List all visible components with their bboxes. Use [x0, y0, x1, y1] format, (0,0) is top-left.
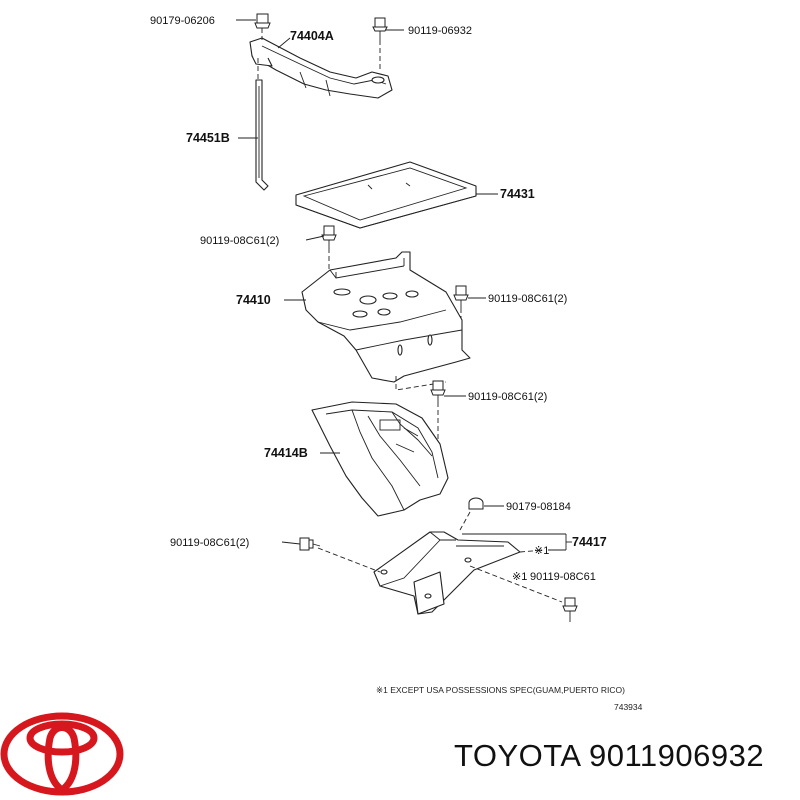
- callout-90119-08c61-e: 90119-08C61: [530, 571, 596, 583]
- callout-74431: 74431: [500, 187, 535, 201]
- toyota-logo: [0, 712, 124, 796]
- callout-90119-08c61-d: 90119-08C61(2): [170, 537, 249, 549]
- battery-clamp-rod: [255, 58, 269, 191]
- callout-90119-08c61-c: 90119-08C61(2): [468, 391, 547, 403]
- battery-carrier: [301, 251, 471, 391]
- battery-bracket: [317, 531, 563, 615]
- footer-part-number: TOYOTA 9011906932: [454, 738, 765, 773]
- callout-90179-06206: 90179-06206: [150, 15, 215, 27]
- callout-90119-08c61-b: 90119-08C61(2): [488, 293, 567, 305]
- callout-90119-08c61-a: 90119-08C61(2): [200, 235, 279, 247]
- hold-down-clamp: [249, 37, 393, 99]
- clip-nut: [459, 497, 484, 531]
- callout-74410: 74410: [236, 293, 271, 307]
- callout-74451b: 74451B: [186, 131, 230, 145]
- callout-note-mark-bolt: ※1: [512, 571, 527, 583]
- callout-labels: 90179-06206 74404A 90119-06932 74451B 74…: [150, 15, 607, 583]
- bolt-bracket-left: [299, 537, 321, 551]
- diagram-code: 743934: [614, 702, 643, 712]
- callout-74404a: 74404A: [290, 29, 334, 43]
- bolt-top-right: [372, 17, 388, 70]
- callout-note-mark-bracket: ※1: [534, 545, 549, 557]
- bolt-carrier-right: [453, 285, 469, 318]
- callout-90119-06932: 90119-06932: [408, 25, 472, 37]
- callout-74417: 74417: [572, 535, 607, 549]
- bolt-bracket-bottom: [562, 597, 578, 622]
- flange-nut-top: [254, 13, 271, 40]
- leader-lines: [236, 19, 572, 551]
- callout-74414b: 74414B: [264, 446, 308, 460]
- battery-tray: [295, 161, 477, 229]
- callout-90179-08184: 90179-08184: [506, 501, 571, 513]
- footnote: ※1 EXCEPT USA POSSESSIONS SPEC(GUAM,PUER…: [376, 685, 625, 695]
- bolt-shield-top: [430, 380, 446, 440]
- battery-heat-shield: [311, 401, 449, 517]
